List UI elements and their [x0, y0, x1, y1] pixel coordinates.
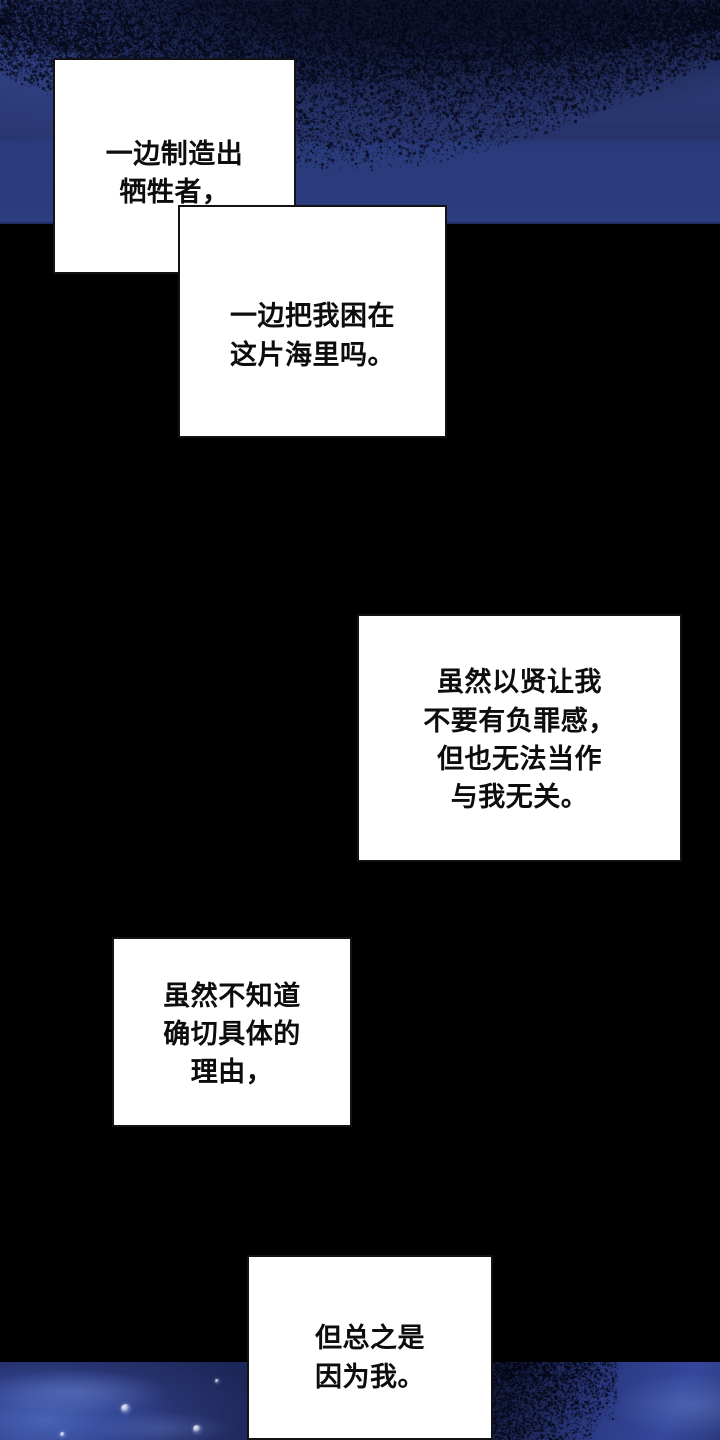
dither-speckle-texture-bottom	[493, 1362, 720, 1440]
bottom-left-water	[0, 1362, 247, 1440]
caption-text-1: 一边制造出 牺牲者，	[105, 138, 244, 207]
caption-text-3: 虽然以贤让我 不要有负罪感， 但也无法当作 与我无关。	[423, 667, 616, 813]
caption-box-4: 虽然不知道 确切具体的 理由，	[112, 937, 352, 1127]
water-haze-left	[0, 1362, 247, 1440]
bubble-1	[121, 1404, 130, 1413]
bubble-3	[60, 1432, 65, 1437]
caption-text-5: 但总之是 因为我。	[315, 1323, 425, 1392]
caption-text-4: 虽然不知道 确切具体的 理由，	[163, 980, 301, 1088]
bottom-right-water	[493, 1362, 720, 1440]
bubble-2	[193, 1425, 201, 1433]
bottom-ocean-artwork	[0, 1362, 720, 1440]
caption-box-3: 虽然以贤让我 不要有负罪感， 但也无法当作 与我无关。	[357, 614, 682, 862]
caption-box-2: 一边把我困在 这片海里吗。	[178, 205, 447, 438]
caption-box-5: 但总之是 因为我。	[247, 1255, 493, 1440]
bubble-4	[215, 1379, 219, 1383]
caption-text-2: 一边把我困在 这片海里吗。	[230, 301, 395, 370]
